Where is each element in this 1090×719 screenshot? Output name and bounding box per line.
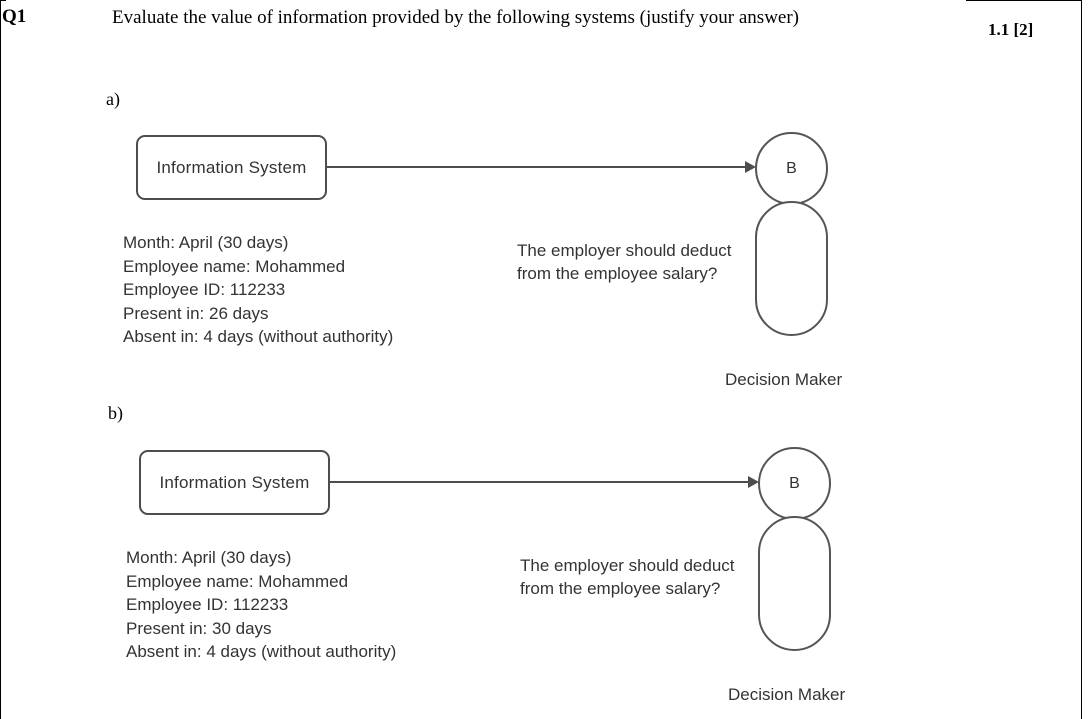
question-statement: Evaluate the value of information provid… [112, 7, 800, 28]
decision-maker-head-label-a: B [786, 159, 797, 177]
flow-arrow-line-a [327, 166, 751, 168]
page-border-top-left [0, 0, 6, 1]
info-line: Month: April (30 days) [126, 548, 292, 567]
decision-maker-caption-a: Decision Maker [725, 370, 843, 389]
info-list-b: Month: April (30 days) Employee name: Mo… [126, 546, 396, 664]
info-line: Absent in: 4 days (without authority) [123, 327, 394, 346]
question-marks: 1.1 [2] [988, 20, 1034, 39]
decision-maker-body-b [758, 516, 831, 651]
part-label-a: a) [106, 89, 120, 109]
decision-maker-head-label-b: B [789, 474, 800, 492]
information-system-box-a[interactable]: Information System [136, 135, 327, 200]
decision-question-a: The employer should deduct from the empl… [517, 241, 732, 283]
info-line: Month: April (30 days) [123, 233, 289, 252]
page-border-top [966, 0, 1082, 1]
information-system-box-label-a: Information System [156, 157, 307, 177]
decision-maker-caption-b: Decision Maker [728, 685, 846, 704]
flow-arrow-head-b [748, 476, 759, 488]
part-label-b: b) [108, 403, 123, 423]
info-line: Present in: 30 days [126, 618, 272, 638]
page-border-right [1081, 0, 1082, 719]
info-line: Employee name: Mohammed [123, 256, 346, 276]
info-line: Present in: 26 days [123, 303, 269, 323]
decision-question-b: The employer should deduct from the empl… [520, 556, 735, 598]
decision-maker-body-a [755, 201, 828, 336]
information-system-box-label-b: Information System [159, 472, 310, 492]
information-system-box-b[interactable]: Information System [139, 450, 330, 515]
info-line: Employee name: Mohammed [126, 571, 349, 591]
page-border-left [0, 0, 1, 719]
decision-maker-head-a: B [755, 132, 828, 205]
question-number: Q1 [2, 6, 27, 27]
info-line: Employee ID: 112233 [123, 280, 286, 299]
info-list-a: Month: April (30 days) Employee name: Mo… [123, 231, 393, 349]
flow-arrow-line-b [330, 481, 754, 483]
decision-maker-head-b: B [758, 447, 831, 520]
info-line: Absent in: 4 days (without authority) [126, 642, 397, 661]
info-line: Employee ID: 112233 [126, 595, 289, 614]
flow-arrow-head-a [745, 161, 756, 173]
